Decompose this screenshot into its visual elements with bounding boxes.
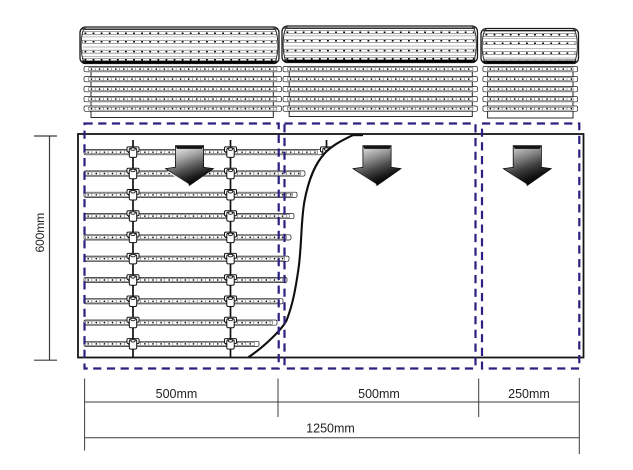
svg-text:1250mm: 1250mm <box>306 422 355 436</box>
svg-text:500mm: 500mm <box>156 387 198 401</box>
svg-text:500mm: 500mm <box>358 387 400 401</box>
svg-text:250mm: 250mm <box>508 387 550 401</box>
svg-text:600mm: 600mm <box>33 213 47 253</box>
